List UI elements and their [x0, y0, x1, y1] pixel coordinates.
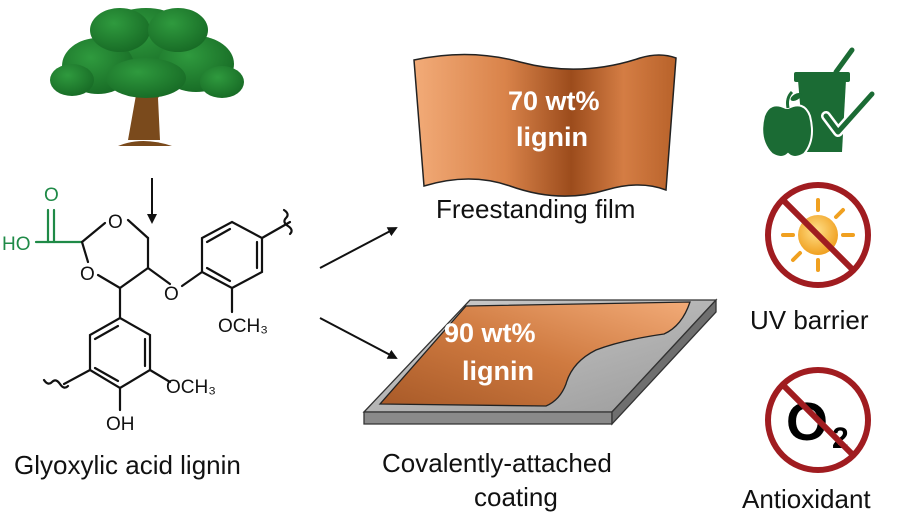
ring-o-top-label: O [108, 212, 123, 233]
coating-label-line1: Covalently-attached [382, 448, 612, 478]
ring-o-bottom-label: O [80, 264, 95, 285]
antioxidant-label: Antioxidant [742, 484, 871, 514]
hydroxyl-label: HO [2, 234, 31, 255]
film-label: Freestanding film [436, 194, 635, 224]
methoxy-right-label: OCH₃ [218, 316, 268, 337]
phenol-label: OH [106, 414, 135, 435]
methoxy-bottom-label: OCH₃ [166, 377, 216, 398]
uv-label: UV barrier [750, 305, 869, 335]
arrow-to-coating [319, 317, 398, 359]
carbonyl-o-label: O [44, 185, 59, 206]
tree-icon [50, 8, 244, 146]
no-uv-icon [765, 182, 871, 288]
freestanding-film: 70 wt% lignin [413, 53, 677, 197]
coating-percent: 90 wt% [444, 318, 536, 348]
food-packaging-icon [761, 47, 877, 158]
source-label: Glyoxylic acid lignin [14, 450, 241, 480]
lignin-structure: O HO O O O OCH₃ OCH₃ OH [2, 185, 293, 435]
film-lignin: lignin [516, 122, 588, 152]
ether-o-label: O [164, 284, 179, 305]
film-percent: 70 wt% [508, 86, 600, 116]
coating-lignin: lignin [462, 356, 534, 386]
coating-label-line2: coating [474, 482, 558, 512]
arrow-to-film [319, 227, 398, 269]
no-oxygen-icon: O 2 [765, 367, 871, 473]
coated-substrate: 90 wt% lignin [362, 298, 718, 426]
